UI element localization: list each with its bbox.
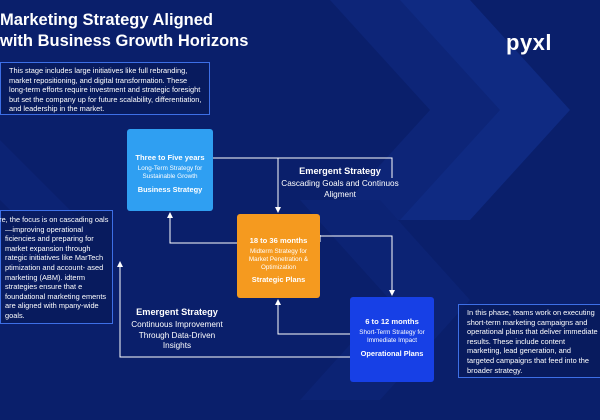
arrow-orange-to-blue xyxy=(167,212,237,244)
box-period: 18 to 36 months xyxy=(249,236,308,245)
emergent-strategy-label-bottom: Emergent Strategy Continuous Improvement… xyxy=(127,306,227,352)
arrow-navy-to-left xyxy=(117,261,350,358)
box-period: Three to Five years xyxy=(135,153,205,162)
title-line-2: with Business Growth Horizons xyxy=(0,32,249,50)
page-title: Marketing Strategy Aligned with Business… xyxy=(0,10,248,52)
arrow-navy-to-orange xyxy=(275,299,350,335)
title-line-1: Marketing Strategy Aligned xyxy=(0,11,214,29)
emergent-strategy-label-top: Emergent Strategy Cascading Goals and Co… xyxy=(280,165,400,200)
label-body: Continuous Improvement Through Data-Driv… xyxy=(131,320,223,351)
box-period: 6 to 12 months xyxy=(365,317,419,326)
mid-term-note: ere, the focus is on cascading oals—impr… xyxy=(0,210,113,324)
box-name: Operational Plans xyxy=(360,348,424,358)
box-description: Short-Term Strategy for Immediate Impact xyxy=(359,329,425,344)
arrow-top-connector xyxy=(213,157,393,178)
arrow-blue-to-orange xyxy=(213,157,281,213)
pyxl-logo: pyxl xyxy=(506,30,553,55)
box-name: Business Strategy xyxy=(137,184,203,194)
short-term-note: In this phase, teams work on executing s… xyxy=(458,304,600,378)
long-term-note: This stage includes large initiatives li… xyxy=(0,62,210,115)
operational-plans-box: 6 to 12 months Short-Term Strategy for I… xyxy=(350,297,434,382)
strategic-plans-box: 18 to 36 months Midterm Strategy for Mar… xyxy=(237,214,320,298)
label-heading: Emergent Strategy xyxy=(136,307,218,317)
arrow-orange-to-navy xyxy=(319,235,392,295)
label-heading: Emergent Strategy xyxy=(299,166,381,176)
box-description: Long-Term Strategy for Sustainable Growt… xyxy=(137,165,203,180)
box-description: Midterm Strategy for Market Penetration … xyxy=(248,248,309,271)
box-name: Strategic Plans xyxy=(251,275,306,285)
business-strategy-box: Three to Five years Long-Term Strategy f… xyxy=(127,129,213,211)
label-body: Cascading Goals and Continuos Aligment xyxy=(281,179,399,199)
